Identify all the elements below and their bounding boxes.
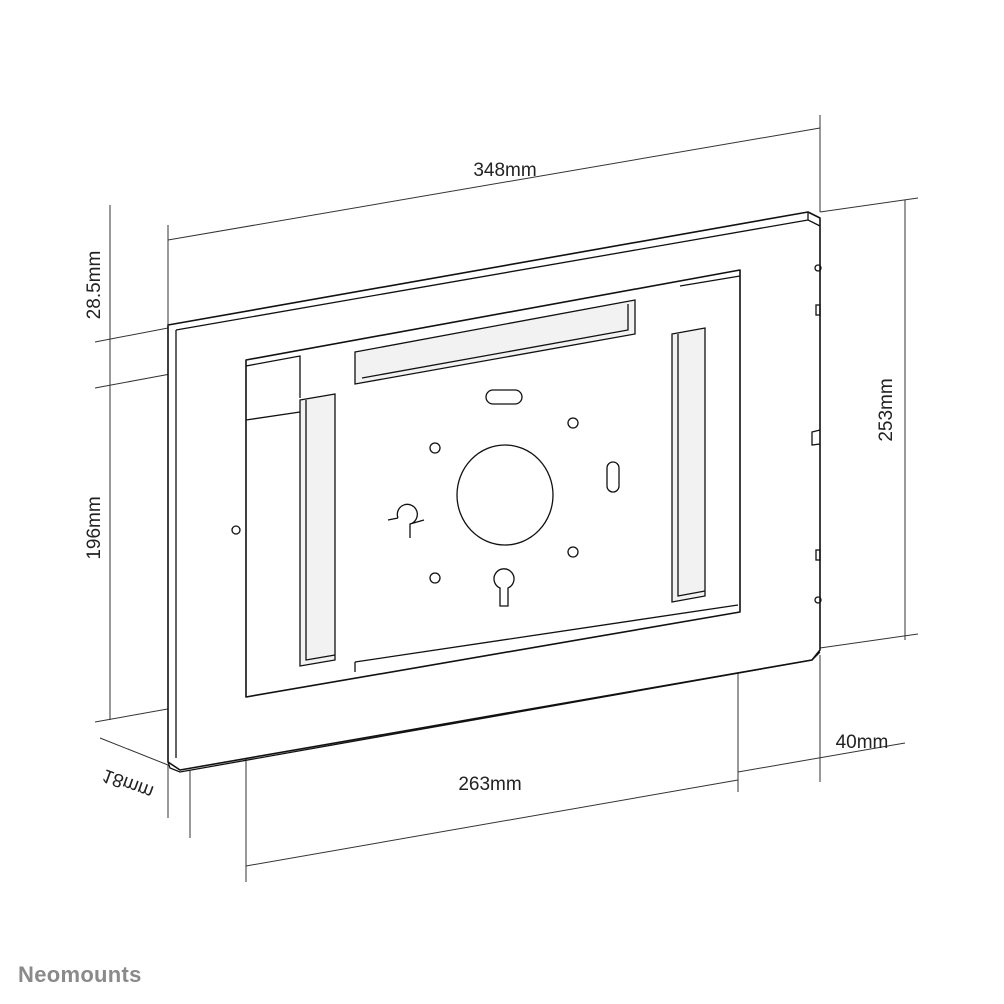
neomounts-logo: Neomounts	[18, 962, 142, 987]
inner-height-label: 196mm	[84, 496, 105, 559]
top-margin-label: 28.5mm	[84, 251, 105, 320]
front-lip-label: 18mm	[100, 764, 157, 802]
depth-label: 40mm	[836, 732, 889, 753]
width-label: 348mm	[473, 160, 536, 181]
height-label: 253mm	[876, 378, 897, 441]
inner-width-label: 263mm	[458, 774, 521, 795]
mount-plate	[167, 211, 822, 773]
